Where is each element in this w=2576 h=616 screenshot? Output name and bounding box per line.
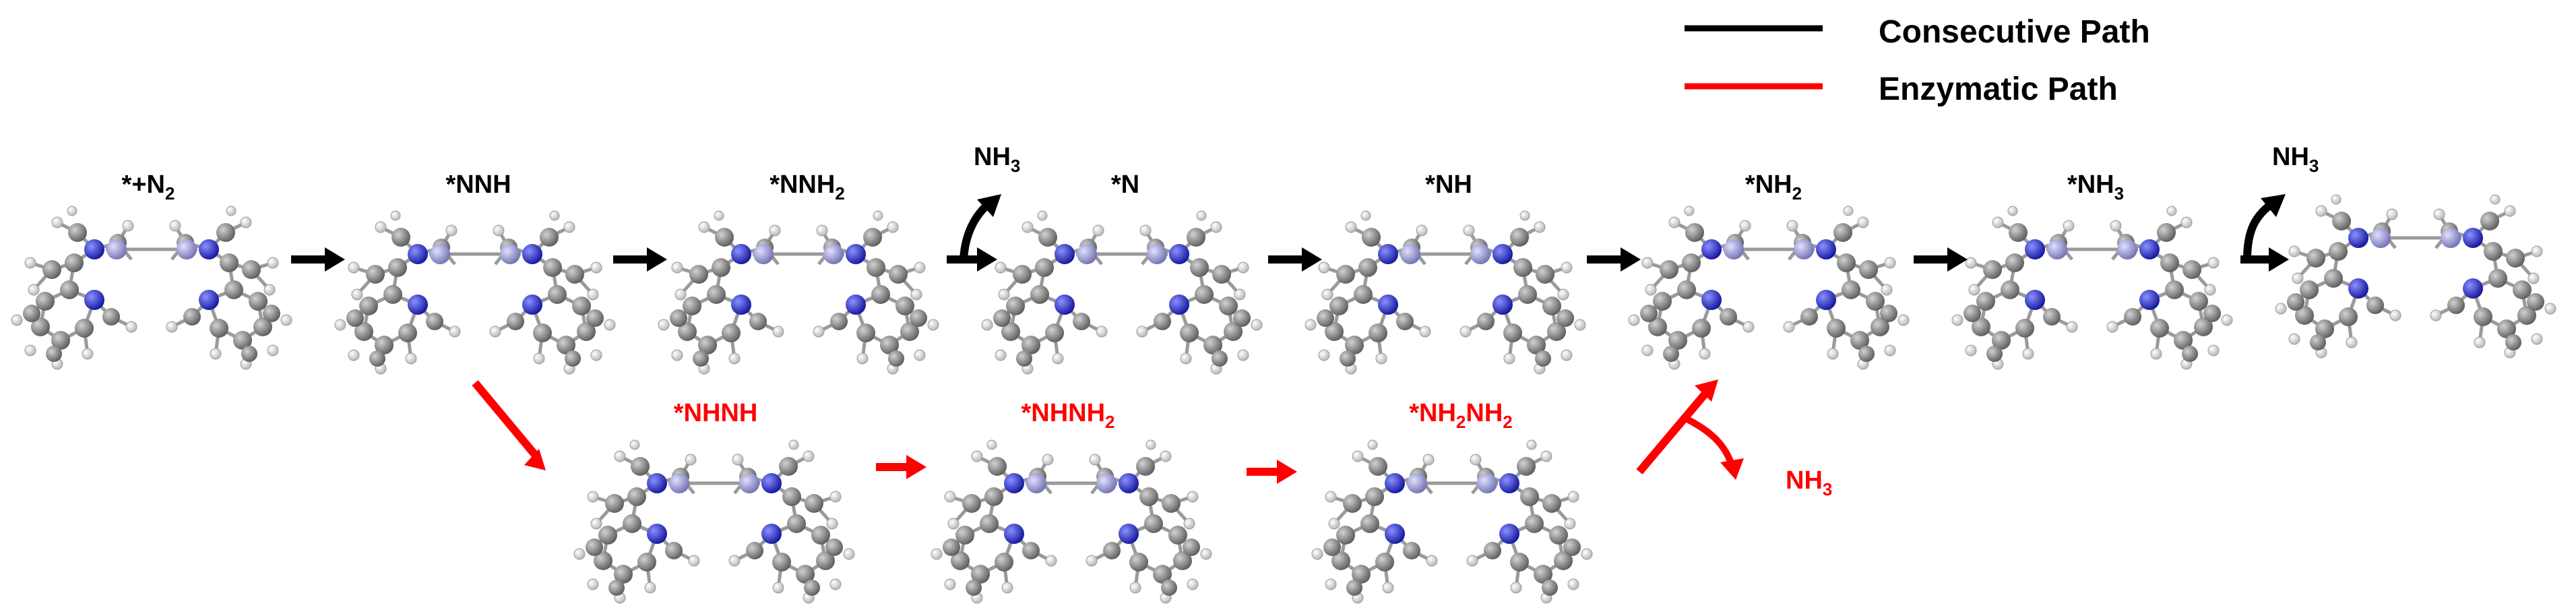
label-product-nh3-1: NH3 (974, 143, 1020, 176)
arrow-consecutive-4 (1587, 247, 1641, 272)
label-top-1: *+N2 (122, 171, 175, 204)
arrow-consecutive-2 (613, 247, 667, 272)
molecule-top-3 (658, 211, 939, 374)
arrow-enzymatic-diagonal-up (1636, 379, 1718, 474)
molecule-bottom-3 (1312, 440, 1592, 603)
arrow-consecutive-5 (1914, 247, 1968, 272)
label-top-5: *NH (1425, 171, 1472, 199)
molecule-top-4 (982, 211, 1262, 374)
molecule-top-7 (1952, 206, 2232, 369)
top-row-molecules (11, 195, 2556, 374)
top-row-labels: *+N2 *NNH *NNH2 *N *NH *NH2 *NH3 (122, 171, 2125, 204)
molecule-top-8 (2275, 195, 2556, 358)
arrow-enzymatic-1 (876, 455, 926, 479)
legend-label-consecutive: Consecutive Path (1879, 14, 2150, 50)
label-top-7: *NH3 (2067, 171, 2124, 204)
molecule-top-1 (11, 206, 292, 369)
bottom-row-labels: *NHNH *NHNH2 *NH2NH2 (674, 399, 1513, 432)
arrow-consecutive-3 (1268, 247, 1322, 272)
label-product-nh3-3: NH3 (1786, 466, 1832, 499)
arrow-enzymatic-nh3-release (1683, 414, 1744, 480)
arrow-enzymatic-diagonal-down (472, 380, 546, 470)
molecule-top-2 (335, 211, 615, 374)
legend-label-enzymatic: Enzymatic Path (1879, 71, 2118, 107)
molecule-bottom-2 (931, 440, 1212, 603)
legend: Consecutive Path Enzymatic Path (1685, 14, 2150, 107)
molecule-bottom-1 (574, 440, 854, 603)
label-product-nh3-2: NH3 (2272, 143, 2319, 176)
bottom-row-molecules (574, 440, 1592, 603)
molecule-top-5 (1305, 211, 1585, 374)
product-labels: NH3 NH3 NH3 (974, 143, 2319, 499)
label-top-2: *NNH (445, 171, 511, 199)
label-bottom-3: *NH2NH2 (1409, 399, 1513, 432)
consecutive-arrows (291, 247, 1968, 272)
branch-arrow-nh3-1 (947, 194, 1001, 272)
enzymatic-arrows (472, 379, 1744, 484)
branch-arrow-nh3-2 (2240, 194, 2289, 272)
label-top-4: *N (1111, 171, 1139, 199)
label-top-3: *NNH2 (769, 171, 845, 204)
arrow-enzymatic-2 (1247, 460, 1297, 484)
molecule-top-6 (1629, 206, 1909, 369)
label-bottom-1: *NHNH (674, 399, 758, 427)
label-bottom-2: *NHNH2 (1021, 399, 1114, 432)
arrow-consecutive-1 (291, 247, 345, 272)
label-top-6: *NH2 (1745, 171, 1802, 204)
